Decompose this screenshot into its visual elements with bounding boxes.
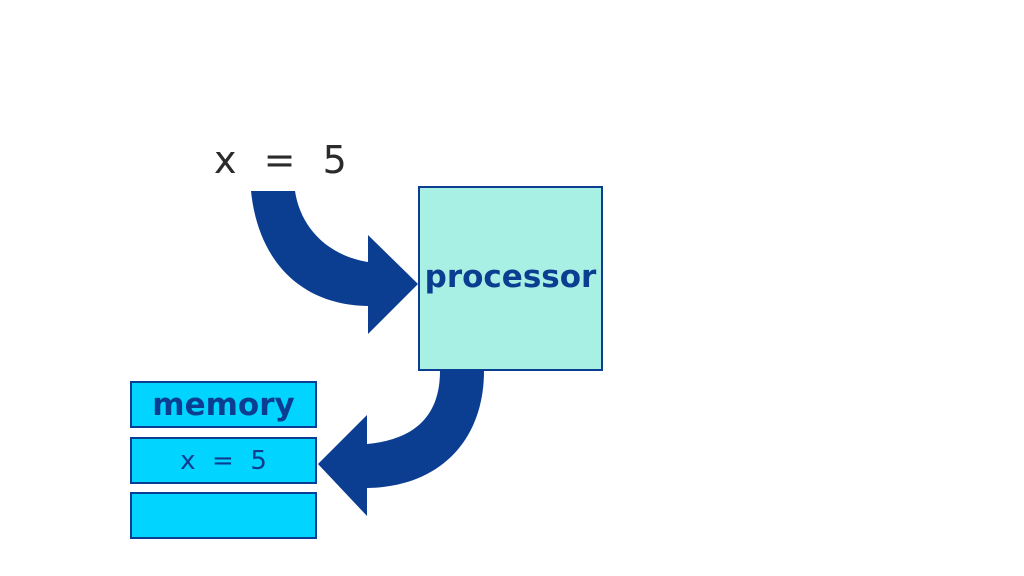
curved-arrow-to-memory-icon (318, 371, 484, 516)
processor-label: processor (424, 258, 597, 295)
processor-box: processor (418, 186, 603, 371)
memory-header: memory (130, 381, 317, 428)
assignment-statement: x = 5 (214, 138, 348, 182)
memory-cell: x = 5 (130, 437, 317, 484)
memory-header-label: memory (152, 386, 295, 423)
curved-arrow-to-processor-icon (251, 191, 418, 334)
memory-cell-empty (130, 492, 317, 539)
memory-cell-value: x = 5 (180, 445, 267, 476)
